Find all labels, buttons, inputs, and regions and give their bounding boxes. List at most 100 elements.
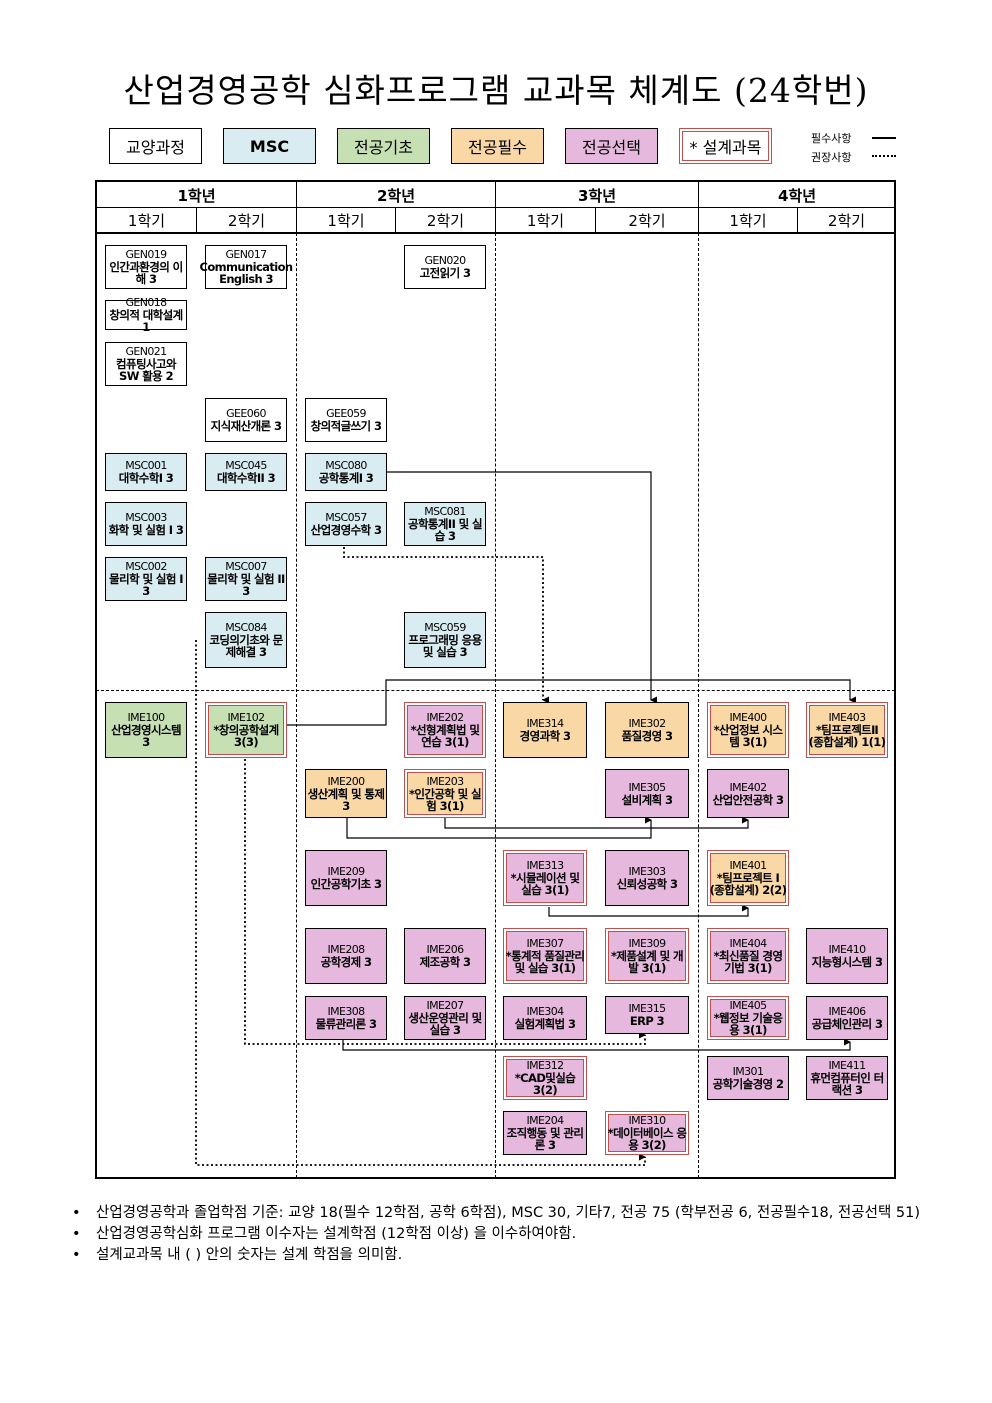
connector-ime102-ime403 — [287, 679, 856, 726]
legend-recommended-label: 권장사항 — [811, 151, 852, 164]
course-name: *최신품질 경영기법 3(1) — [713, 949, 783, 975]
course-name: 산업경영시스템 3 — [111, 723, 181, 749]
footnotes: •산업경영공학과 졸업학점 기준: 교양 18(필수 12학점, 공학 6학점)… — [72, 1203, 932, 1266]
course-code: GEN020 — [424, 254, 466, 267]
course-code: IME406 — [828, 1005, 866, 1018]
course-code: IME102 — [227, 711, 265, 724]
course-ime313: IME313*시뮬레이션 및 실습 3(1) — [503, 850, 587, 906]
course-name: 창의적글쓰기 3 — [310, 419, 382, 433]
course-code: IME403 — [828, 711, 866, 724]
course-ime307: IME307*통계적 품질관리 및 실습 3(1) — [503, 928, 587, 984]
course-code: IME206 — [426, 943, 464, 956]
course-ime203: IME203*인간공학 및 실험 3(1) — [404, 769, 486, 818]
course-code: MSC059 — [424, 621, 466, 634]
semester-header: 1학기 — [729, 211, 767, 230]
course-code: IME202 — [426, 711, 464, 724]
course-code: IME314 — [526, 717, 564, 730]
semester-header: 1학기 — [127, 211, 166, 230]
semester-header: 2학기 — [827, 211, 866, 230]
course-name: *웹정보 기술응용 3(1) — [713, 1011, 783, 1037]
course-code: IME307 — [526, 937, 564, 950]
course-name: *창의공학설계 3(3) — [213, 723, 279, 749]
course-name: *팀프로젝트 I (종합설계) 2(2) — [709, 871, 787, 897]
course-name: 공학통계I 3 — [318, 471, 374, 485]
course-name: *제품설계 및 개발 3(1) — [610, 949, 684, 975]
legend-major-required: 전공필수 — [451, 128, 544, 164]
course-name: 프로그래밍 응용 및 실습 3 — [408, 633, 482, 659]
course-name: *선형계획법 및 연습 3(1) — [410, 723, 480, 749]
course-name: 창의적 대학설계 1 — [109, 308, 183, 334]
course-name: 경영과학 3 — [519, 729, 571, 743]
course-code: MSC080 — [325, 459, 367, 472]
course-ime102: IME102*창의공학설계 3(3) — [205, 702, 287, 758]
liberal-major-divider — [96, 690, 895, 691]
course-name: 신뢰성공학 3 — [616, 877, 678, 891]
year-header-1: 1학년 — [177, 186, 216, 205]
course-code: IME203 — [426, 774, 464, 788]
course-code: MSC002 — [125, 560, 167, 573]
course-name: 지능형시스템 3 — [811, 955, 883, 969]
course-code: IME209 — [327, 865, 365, 878]
course-code: IME405 — [729, 999, 767, 1012]
course-name: 생산운영관리 및실습 3 — [408, 1011, 482, 1037]
course-code: IME302 — [628, 717, 666, 730]
course-code: IME200 — [327, 774, 365, 788]
course-name: *산업정보 시스템 3(1) — [713, 723, 783, 749]
semester-header: 2학기 — [628, 211, 666, 230]
course-name: *인간공학 및 실험 3(1) — [408, 786, 482, 813]
course-code: IME308 — [327, 1005, 365, 1018]
course-code: IME410 — [828, 943, 866, 956]
course-code: IME207 — [426, 999, 464, 1012]
course-code: MSC045 — [225, 459, 267, 472]
legend-recommended-line — [872, 155, 896, 157]
course-code: MSC081 — [424, 505, 466, 518]
course-name: *CAD및실습 3(2) — [514, 1071, 576, 1097]
course-name: *데이터베이스 응용 3(2) — [607, 1126, 687, 1152]
connector-ime313-ime401 — [548, 904, 749, 917]
footnote-design-meaning: •설계교과목 내 ( ) 안의 숫자는 설계 학점을 의미함. — [72, 1247, 403, 1263]
course-name: 품질경영 3 — [621, 729, 673, 743]
legend-required-label: 필수사항 — [811, 132, 852, 145]
course-name: 화학 및 실험 I 3 — [108, 523, 184, 537]
course-ime309: IME309*제품설계 및 개발 3(1) — [605, 928, 689, 984]
course-code: GEN021 — [125, 345, 167, 358]
course-code: IME303 — [628, 865, 666, 878]
footnote-design-credits: •산업경영공학심화 프로그램 이수자는 설계학점 (12학점 이상) 을 이수하… — [72, 1226, 577, 1242]
course-ime202: IME202*선형계획법 및 연습 3(1) — [404, 702, 486, 758]
legend-msc: MSC — [223, 128, 316, 164]
footnote-graduation-credits: •산업경영공학과 졸업학점 기준: 교양 18(필수 12학점, 공학 6학점)… — [72, 1205, 920, 1221]
course-code: IME100 — [127, 711, 165, 724]
course-name: *팀프로젝트Ⅱ (종합설계) 1(1) — [808, 723, 886, 749]
course-name: 공학통계II 및 실습 3 — [407, 517, 483, 543]
course-code: IME208 — [327, 943, 365, 956]
legend-design-course: * 설계과목 — [679, 128, 772, 164]
course-name: 생산계획 및 통제 3 — [307, 786, 385, 813]
connector-msc080-ime302 — [386, 471, 657, 704]
semester-header: 1학기 — [327, 211, 365, 230]
course-name: 공학경제 3 — [320, 955, 372, 969]
course-name: 제조공학 3 — [419, 955, 471, 969]
course-name: 컴퓨팅사고와 SW 활용 2 — [116, 357, 176, 383]
course-name: 실험계획법 3 — [514, 1017, 576, 1031]
course-name: 물리학 및 실험 I 3 — [109, 572, 183, 598]
connector-ime308-ime406 — [342, 1038, 851, 1051]
